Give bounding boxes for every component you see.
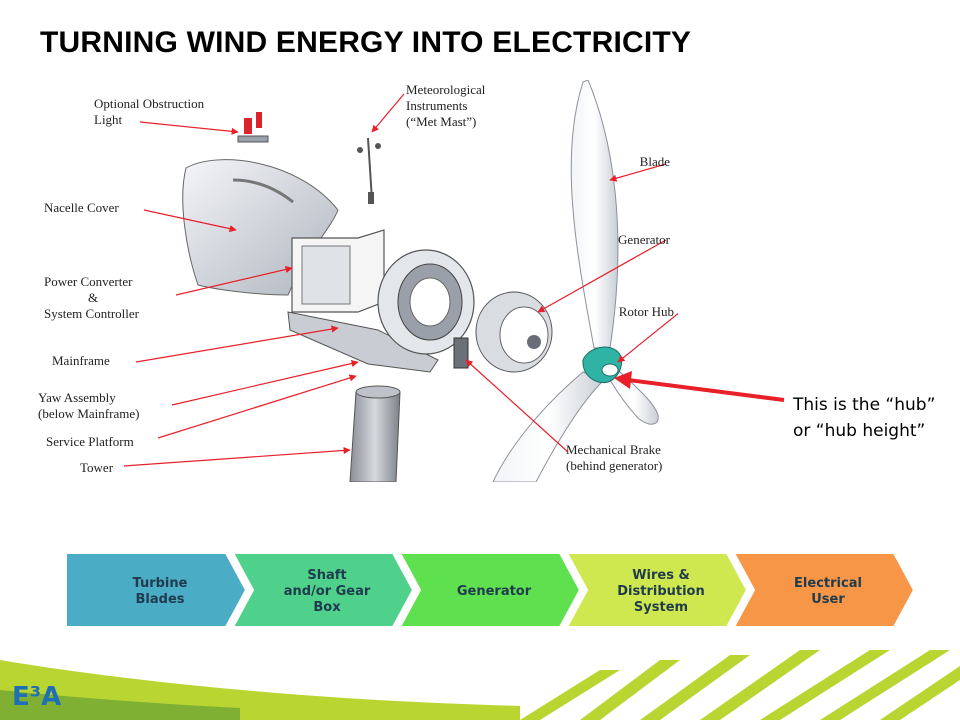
flow-step-shape <box>565 553 749 627</box>
label-rotor-hub: Rotor Hub <box>619 304 674 319</box>
flow-step-3: Generator <box>398 553 582 627</box>
flow-step-label: Generator <box>457 584 532 599</box>
blade-lower <box>492 371 605 482</box>
flow-step-shape <box>732 553 916 627</box>
blade-upper <box>570 80 619 349</box>
mainframe <box>287 311 439 373</box>
label-generator: Generator <box>618 232 671 247</box>
label-yaw-assembly: Yaw Assembly(below Mainframe) <box>38 390 139 421</box>
flow-step-line: Generator <box>457 584 532 599</box>
flow-step-line: and/or Gear <box>284 584 371 599</box>
flow-step-line: User <box>811 592 845 607</box>
slide-title: TURNING WIND ENERGY INTO ELECTRICITY <box>40 26 692 59</box>
label-tower: Tower <box>80 460 114 475</box>
flow-step-shape <box>231 553 415 627</box>
flow-step-shape <box>66 553 248 627</box>
flow-step-line: System <box>634 600 688 615</box>
hub-callout-arrow <box>614 371 785 402</box>
obstruction-light <box>237 112 269 143</box>
label-blade: Blade <box>640 154 671 169</box>
label-service-platform: Service Platform <box>46 434 134 449</box>
label-nacelle-cover: Nacelle Cover <box>44 200 119 215</box>
label-mainframe: Mainframe <box>52 353 110 368</box>
flow-step-line: Turbine <box>133 576 188 591</box>
mechanical-brake <box>453 337 469 369</box>
tower <box>349 391 401 482</box>
flow-step-line: Blades <box>136 592 185 607</box>
met-mast <box>357 137 381 204</box>
flow-step-line: Box <box>313 600 341 615</box>
hub-height-note: This is the “hub” or “hub height” <box>793 395 936 441</box>
footer-banner <box>0 650 960 720</box>
flow-step-line: Wires & <box>632 568 690 583</box>
flow-step-line: Distribution <box>617 584 704 599</box>
flow-step-line: Shaft <box>307 568 346 583</box>
label-mechanical-brake: Mechanical Brake(behind generator) <box>566 442 662 473</box>
flow-step-line: Electrical <box>794 576 862 591</box>
flow-step-shape <box>398 553 582 627</box>
label-power-converter: Power Converter&System Controller <box>44 274 140 321</box>
leader-arrows <box>123 93 678 467</box>
e3a-logo: E³A <box>12 682 62 712</box>
